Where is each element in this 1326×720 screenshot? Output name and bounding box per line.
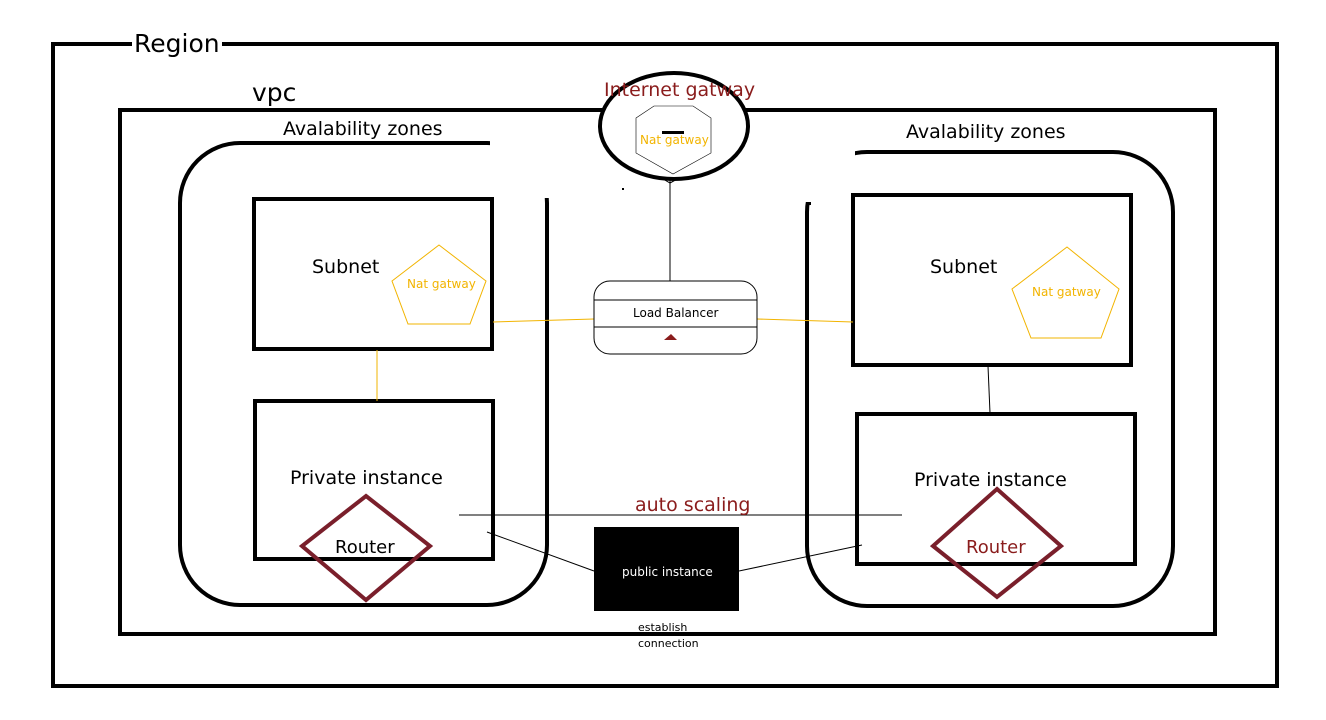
router-1-diamond	[298, 493, 434, 603]
private-instance-2-title: Private instance	[914, 469, 1067, 491]
auto-scaling-label: auto scaling	[635, 494, 751, 516]
internet-gateway-label: Internet gatway	[604, 79, 756, 101]
subnet-2-nat-label: Nat gatway	[1032, 285, 1101, 299]
canvas-speck-1	[622, 188, 624, 190]
gateway-dash-mark	[662, 131, 684, 134]
subnet-2-title: Subnet	[930, 256, 998, 278]
az2-gap-top	[800, 150, 855, 202]
subnet-2-to-private-2-link	[987, 365, 991, 414]
private-instance-1-box	[253, 399, 495, 561]
load-balancer-label: Load Balancer	[633, 306, 719, 320]
availability-zone-2-box	[805, 150, 1175, 608]
subnet-2-nat-pentagon	[1011, 246, 1120, 339]
subnet-1-nat-pentagon	[391, 244, 487, 325]
subnet-1-nat-label: Nat gatway	[407, 277, 476, 291]
gateway-nat-label: Nat gatway	[640, 133, 709, 147]
availability-zone-1-title: Avalability zones	[283, 118, 443, 140]
router-2-label: Router	[966, 537, 1026, 558]
vpc-title: vpc	[252, 78, 297, 107]
public-instance-box	[594, 527, 739, 611]
establish-connection-note: establish connection	[638, 621, 699, 650]
availability-zone-2-title: Avalability zones	[906, 121, 1066, 143]
public-to-private-2-link	[738, 544, 863, 572]
private-instance-1-title: Private instance	[290, 467, 443, 489]
subnet-1-title: Subnet	[312, 256, 380, 278]
az1-gap-top	[490, 140, 550, 198]
load-balancer-to-subnet-2-link	[756, 318, 854, 323]
subnet-1-to-load-balancer-link	[492, 318, 595, 323]
router-2-diamond	[929, 486, 1065, 600]
region-title: Region	[132, 29, 222, 58]
public-instance-label: public instance	[622, 565, 713, 579]
region-box	[51, 42, 1279, 688]
subnet-2-box	[851, 193, 1133, 367]
load-balancer-shape	[593, 280, 758, 355]
canvas-speck-2	[808, 202, 811, 205]
gateway-nat-hexagon	[635, 105, 712, 175]
router-1-label: Router	[335, 537, 395, 558]
availability-zone-1-box	[178, 141, 549, 607]
load-balancer-arrow-icon	[664, 334, 677, 340]
private-1-to-public-link	[486, 531, 595, 572]
